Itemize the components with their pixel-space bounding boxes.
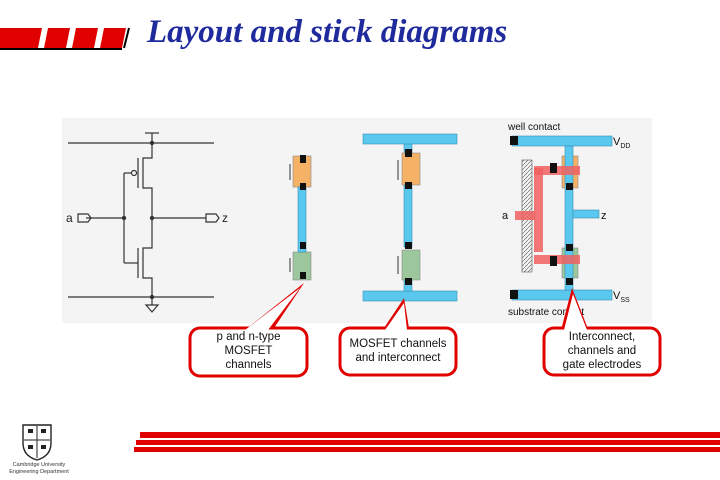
substrate-contact-label: substrate contact (508, 307, 584, 318)
university-crest-icon (22, 424, 52, 461)
schematic-input-label: a (66, 211, 73, 225)
channels-diagram (289, 155, 312, 281)
vss-label: VSS (613, 290, 630, 304)
well-contact-label: well contact (507, 122, 560, 133)
layout-output-label: z (601, 210, 607, 222)
footer-university: Cambridge University Engineering Departm… (9, 462, 69, 475)
vdd-label: VDD (613, 136, 630, 150)
callout-3-text: Interconnect, channels and gate electrod… (562, 331, 642, 371)
layout-input-label: a (502, 210, 509, 222)
vss-rail-3 (511, 289, 613, 301)
callout-bubble-2 (338, 298, 458, 377)
vdd-rail-3 (511, 135, 613, 147)
interconnect-diagram (362, 133, 458, 302)
figure-panel (62, 118, 652, 323)
callout-1-text: p and n-type MOSFET channels (216, 331, 281, 371)
schematic-output-label: z (222, 211, 228, 225)
vdd-rail-2 (362, 133, 458, 145)
footer-stripes (134, 432, 720, 452)
callout-bubble-3 (542, 288, 662, 377)
header-stripes (0, 27, 130, 50)
callout-bubble-1 (188, 283, 309, 378)
callout-2-text: MOSFET channels and interconnect (349, 338, 447, 364)
poly-gate (534, 168, 543, 252)
schematic-nodes (121, 140, 155, 300)
slide-title: Layout and stick diagrams (147, 14, 508, 50)
full-layout-diagram (510, 135, 613, 301)
vss-rail-2 (362, 290, 458, 302)
